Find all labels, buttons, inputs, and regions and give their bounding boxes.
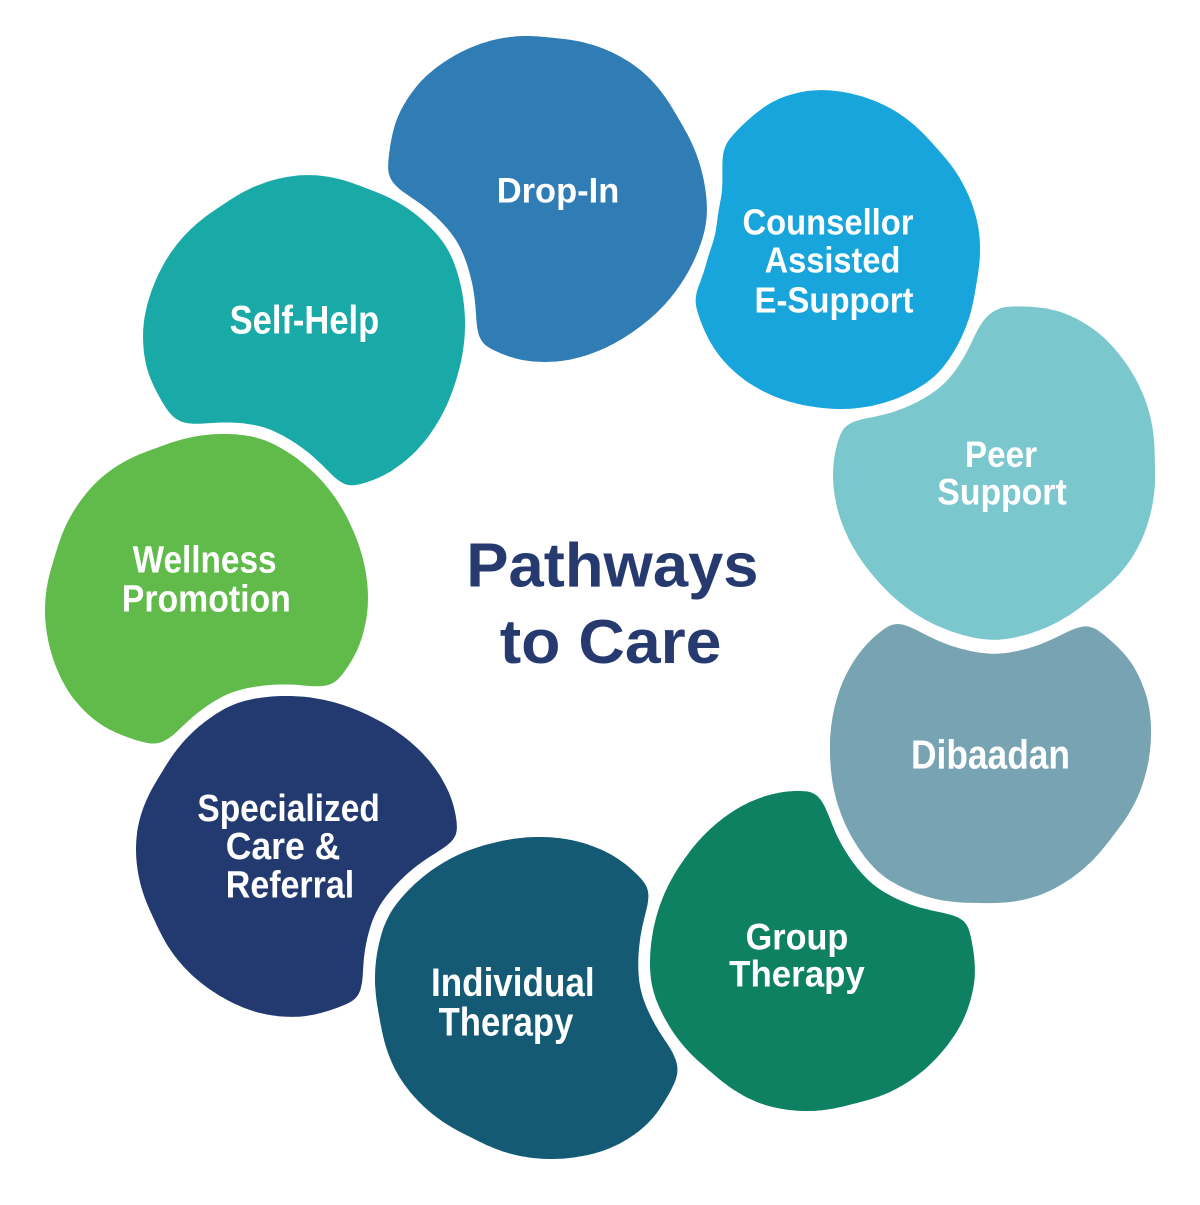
svg-text:Drop-In: Drop-In	[497, 171, 620, 211]
svg-text:Pathways: Pathways	[466, 532, 758, 601]
svg-text:Self-Help: Self-Help	[230, 299, 380, 343]
svg-text:Specialized: Specialized	[197, 787, 379, 829]
svg-text:E-Support: E-Support	[755, 280, 914, 321]
svg-text:Promotion: Promotion	[122, 578, 291, 620]
svg-text:Therapy: Therapy	[439, 1001, 574, 1045]
svg-text:Individual: Individual	[431, 961, 595, 1005]
svg-text:Referral: Referral	[226, 863, 354, 905]
svg-text:Support: Support	[937, 471, 1066, 512]
svg-text:Peer: Peer	[965, 434, 1037, 475]
svg-text:Dibaadan: Dibaadan	[911, 731, 1070, 777]
svg-text:Group: Group	[746, 916, 849, 958]
svg-text:Counsellor: Counsellor	[743, 202, 914, 243]
svg-text:Care &: Care &	[226, 825, 341, 867]
svg-text:Therapy: Therapy	[729, 952, 865, 994]
svg-text:to Care: to Care	[500, 608, 722, 677]
svg-text:Wellness: Wellness	[133, 539, 277, 581]
svg-text:Assisted: Assisted	[765, 239, 901, 280]
